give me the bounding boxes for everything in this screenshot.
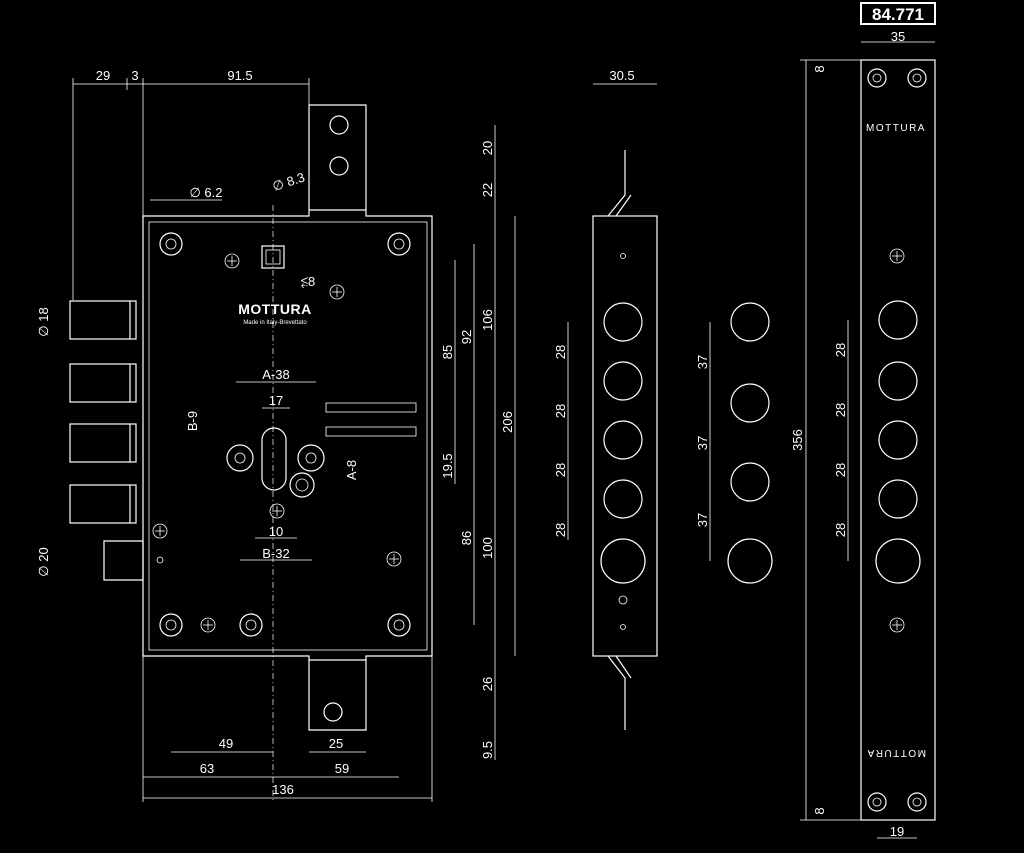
column-spacing-1: 37 (695, 355, 710, 369)
faceplate-spacing-1: 28 (833, 343, 848, 357)
faceplate-brand-bottom: MOTTURA (866, 747, 926, 758)
dim-a8: A-8 (344, 460, 359, 480)
faceplate-bottom-offset: 8 (812, 807, 827, 814)
faceplate-top-offset: 8 (812, 65, 827, 72)
dim-hole-6-2: ∅ 6.2 (189, 185, 222, 200)
faceplate-view: MOTTURA MOTTURA 35 19 356 8 8 28 28 28 2… (790, 29, 936, 839)
dim-19-5: 19.5 (440, 453, 455, 478)
faceplate-brand-top: MOTTURA (866, 123, 926, 134)
model-code: 84.771 (872, 5, 924, 24)
dim-106: 106 (480, 309, 495, 331)
dim-b32: B-32 (262, 546, 289, 561)
dim-59: 59 (335, 761, 349, 776)
dim-10: 10 (269, 524, 283, 539)
dim-49: 49 (219, 736, 233, 751)
side-spacing-3: 28 (553, 463, 568, 477)
dim-86: 86 (459, 531, 474, 545)
faceplate-width-bottom: 19 (890, 824, 904, 839)
dim-hole-8-3: ∅ 8.3 (271, 169, 307, 193)
dim-17: 17 (269, 393, 283, 408)
dim-square-8: ⥶8 (301, 274, 316, 289)
faceplate-spacing-3: 28 (833, 463, 848, 477)
model-code-box: 84.771 (860, 2, 936, 25)
dim-136: 136 (272, 782, 294, 797)
faceplate-spacing-2: 28 (833, 403, 848, 417)
faceplate-spacing-4: 28 (833, 523, 848, 537)
dim-85: 85 (440, 345, 455, 359)
side-spacing-1: 28 (553, 345, 568, 359)
dim-9-5: 9.5 (480, 741, 495, 759)
column-spacing-3: 37 (695, 513, 710, 527)
side-spacing-4: 28 (553, 523, 568, 537)
column-spacing-2: 37 (695, 436, 710, 450)
dim-25: 25 (329, 736, 343, 751)
faceplate-width: 35 (891, 29, 905, 44)
dim-206: 206 (500, 411, 515, 433)
dim-20: 20 (480, 141, 495, 155)
bolt-column: 37 37 37 (695, 302, 773, 584)
dim-a38: A-38 (262, 367, 289, 382)
side-view: 30.5 28 28 28 28 (553, 68, 658, 730)
dim-92: 92 (459, 330, 474, 344)
dim-26: 26 (480, 677, 495, 691)
lock-body-front-view: MOTTURA Made in Italy-Brevettato (69, 104, 433, 800)
dim-63: 63 (200, 761, 214, 776)
side-spacing-2: 28 (553, 404, 568, 418)
dim-29: 29 (96, 68, 110, 83)
brand-logo: MOTTURA (238, 301, 312, 317)
dim-30-5: 30.5 (609, 68, 634, 83)
dim-100: 100 (480, 537, 495, 559)
dim-b9: B-9 (185, 411, 200, 431)
dim-bolt-20: ∅ 20 (36, 547, 51, 576)
faceplate-length: 356 (790, 429, 805, 451)
made-in-label: Made in Italy-Brevettato (243, 320, 307, 326)
dim-3: 3 (131, 68, 138, 83)
dim-91-5: 91.5 (227, 68, 252, 83)
dim-bolt-18: ∅ 18 (36, 307, 51, 336)
lock-dimensions: 29 3 91.5 ∅ 6.2 ∅ 8.3 ⥶8 ∅ 18 ∅ 20 A-38 … (36, 68, 516, 802)
dim-22: 22 (480, 183, 495, 197)
